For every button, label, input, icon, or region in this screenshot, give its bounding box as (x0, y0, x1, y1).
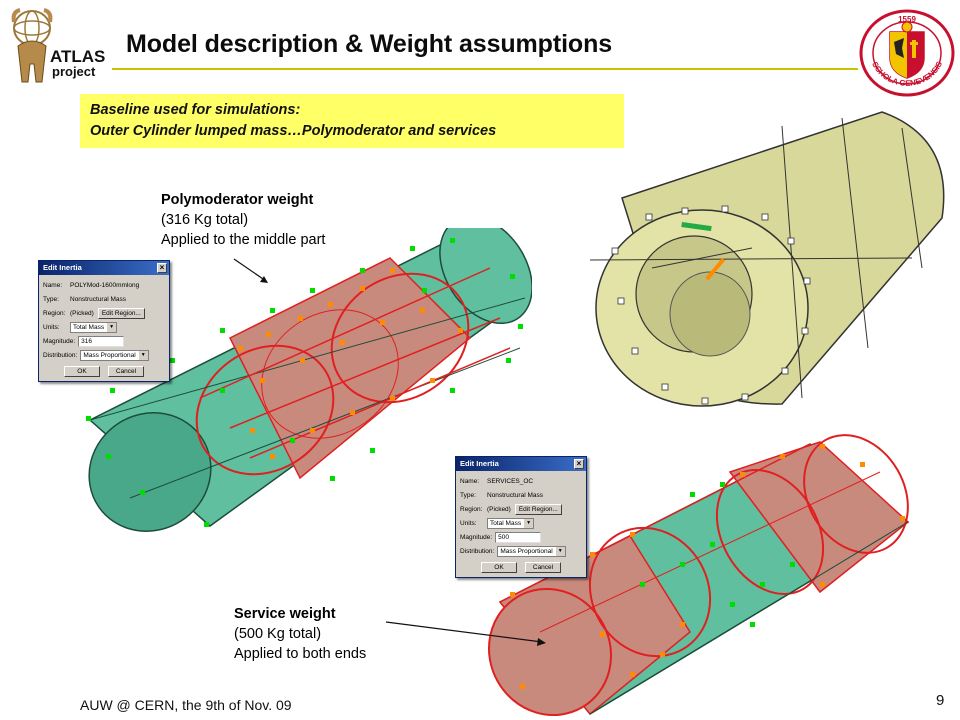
ok-button[interactable]: OK (64, 366, 100, 377)
name-value: POLYMod-1600mmlong (70, 281, 140, 289)
mesh-nodes (640, 482, 795, 627)
cancel-button[interactable]: Cancel (108, 366, 144, 377)
mass-region-ring-back (330, 272, 470, 404)
distribution-select[interactable]: Mass Proportional▼ (80, 349, 149, 361)
region-value: (Picked) (487, 505, 511, 513)
polymoderator-total: (316 Kg total) (161, 212, 249, 228)
cylinder-front-end (88, 412, 212, 532)
rim-notches (611, 205, 811, 405)
cancel-button[interactable]: Cancel (525, 562, 561, 573)
polymoderator-mass-region (228, 257, 472, 480)
dialog-title: Edit Inertia (460, 459, 499, 468)
mass-region-ring-front (195, 344, 335, 476)
units-label: Units: (460, 519, 477, 527)
atlas-logo-text: ATLAS (50, 47, 105, 66)
units-value: Total Mass (73, 323, 105, 331)
atlas-logo-subtext: project (52, 64, 96, 79)
atlas-project-logo: ATLAS project (11, 8, 105, 83)
green-marker (681, 222, 712, 232)
units-select[interactable]: Total Mass▼ (487, 517, 535, 529)
chevron-down-icon: ▼ (138, 350, 148, 360)
polymoderator-arrow (233, 258, 268, 283)
polymoderator-heading: Polymoderator weight (161, 192, 314, 208)
units-label: Units: (43, 323, 60, 331)
type-value: Nonstructural Mass (70, 295, 126, 303)
mesh-nodes (86, 238, 523, 527)
edit-region-button[interactable]: Edit Region... (97, 307, 145, 319)
dialog-title: Edit Inertia (43, 263, 82, 272)
service-arrow (385, 621, 546, 646)
seal-year: 1559 (898, 15, 916, 24)
magnitude-label: Magnitude: (460, 533, 493, 541)
baseline-line2: Outer Cylinder lumped mass…Polymoderator… (90, 123, 497, 139)
units-value: Total Mass (490, 519, 522, 527)
distribution-value: Mass Proportional (83, 351, 136, 359)
service-note: Service weight (500 Kg total) Applied to… (234, 604, 366, 664)
close-icon[interactable]: × (157, 263, 167, 273)
outer-cylinder-model (589, 111, 945, 407)
mass-region-ring-mid (261, 309, 399, 439)
polymoderator-cylinder-model (86, 228, 532, 532)
service-heading: Service weight (234, 606, 336, 622)
name-value: SERVICES_OC (487, 477, 534, 485)
edit-region-button[interactable]: Edit Region... (514, 503, 562, 515)
type-value: Nonstructural Mass (487, 491, 543, 499)
polymoderator-applied: Applied to the middle part (161, 232, 326, 248)
region-label: Region: (460, 505, 483, 513)
orange-marker (705, 258, 726, 281)
footer-text: AUW @ CERN, the 9th of Nov. 09 (80, 697, 292, 713)
distribution-value: Mass Proportional (500, 547, 553, 555)
units-select[interactable]: Total Mass▼ (70, 321, 118, 333)
services-front-end (487, 587, 613, 717)
page-number: 9 (936, 692, 945, 709)
magnitude-input[interactable]: 500 (495, 531, 542, 543)
baseline-box: Baseline used for simulations: Outer Cyl… (80, 94, 624, 148)
chevron-down-icon: ▼ (524, 518, 534, 528)
service-total: (500 Kg total) (234, 626, 322, 642)
mass-nodes (238, 268, 463, 459)
distribution-label: Distribution: (460, 547, 495, 555)
region-value: (Picked) (70, 309, 94, 317)
baseline-line1: Baseline used for simulations: (90, 102, 301, 118)
chevron-down-icon: ▼ (555, 546, 565, 556)
polymoderator-note: Polymoderator weight (316 Kg total) Appl… (161, 190, 325, 250)
ok-button[interactable]: OK (481, 562, 517, 573)
name-label: Name: (43, 281, 63, 289)
magnitude-input[interactable]: 316 (78, 335, 125, 347)
type-label: Type: (43, 295, 59, 303)
distribution-label: Distribution: (43, 351, 78, 359)
title-rule (112, 68, 858, 70)
edit-inertia-dialog-polymoderator: Edit Inertia × Name: POLYMod-1600mmlong T… (38, 260, 170, 382)
distribution-select[interactable]: Mass Proportional▼ (497, 545, 566, 557)
region-label: Region: (43, 309, 66, 317)
magnitude-label: Magnitude: (43, 337, 76, 345)
type-label: Type: (460, 491, 476, 499)
close-icon[interactable]: × (574, 459, 584, 469)
slide-title: Model description & Weight assumptions (126, 30, 613, 58)
name-label: Name: (460, 477, 480, 485)
edit-inertia-dialog-services: Edit Inertia × Name: SERVICES_OC Type: Non… (455, 456, 587, 578)
university-geneva-seal: SCHOLA GENEVENSIS 1559 (859, 9, 955, 97)
chevron-down-icon: ▼ (107, 322, 117, 332)
service-applied: Applied to both ends (234, 646, 367, 662)
